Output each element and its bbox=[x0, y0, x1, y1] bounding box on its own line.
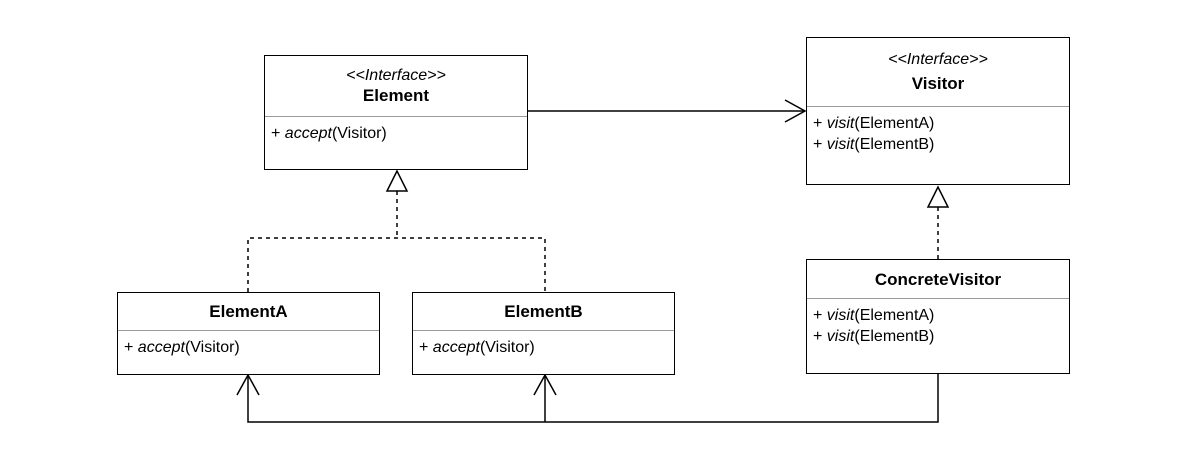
concrete-visitor-methods: + visit(ElementA) + visit(ElementB) bbox=[807, 299, 1069, 347]
visitor-header: <<Interface>> Visitor bbox=[807, 38, 1069, 107]
method-params: (ElementA) bbox=[854, 307, 935, 324]
element-class-name: Element bbox=[362, 86, 430, 105]
element-b-method-accept: + accept(Visitor) bbox=[419, 337, 674, 358]
method-visibility: + bbox=[419, 339, 429, 356]
concrete-visitor-method-visit-b: + visit(ElementB) bbox=[813, 326, 1069, 347]
visitor-class-name: Visitor bbox=[911, 74, 965, 93]
method-params: (ElementB) bbox=[854, 328, 935, 345]
element-a-box[interactable]: ElementA + accept(Visitor) bbox=[117, 292, 380, 375]
concrete-visitor-header: ConcreteVisitor bbox=[807, 260, 1069, 299]
element-b-header: ElementB bbox=[413, 293, 674, 331]
method-visibility: + bbox=[813, 136, 823, 153]
method-params: (Visitor) bbox=[479, 339, 535, 356]
method-name: accept bbox=[137, 339, 185, 356]
method-visibility: + bbox=[124, 339, 134, 356]
method-visibility: + bbox=[271, 125, 281, 142]
realization-concretevisitor-to-visitor bbox=[926, 185, 950, 259]
concrete-visitor-method-visit-a: + visit(ElementA) bbox=[813, 305, 1069, 326]
element-stereotype: <<Interface>> bbox=[346, 67, 446, 84]
method-params: (ElementB) bbox=[854, 136, 935, 153]
visitor-method-visit-b: + visit(ElementB) bbox=[813, 134, 1069, 155]
element-interface-box[interactable]: <<Interface>> Element + accept(Visitor) bbox=[264, 55, 528, 170]
element-b-methods: + accept(Visitor) bbox=[413, 331, 674, 358]
visitor-methods: + visit(ElementA) + visit(ElementB) bbox=[807, 107, 1069, 155]
visitor-interface-box[interactable]: <<Interface>> Visitor + visit(ElementA) … bbox=[806, 37, 1070, 185]
method-visibility: + bbox=[813, 328, 823, 345]
element-a-method-accept: + accept(Visitor) bbox=[124, 337, 379, 358]
method-params: (ElementA) bbox=[854, 115, 935, 132]
element-b-box[interactable]: ElementB + accept(Visitor) bbox=[412, 292, 675, 375]
concrete-visitor-class-name: ConcreteVisitor bbox=[874, 269, 1002, 289]
element-a-header: ElementA bbox=[118, 293, 379, 331]
element-methods: + accept(Visitor) bbox=[265, 117, 527, 144]
method-visibility: + bbox=[813, 307, 823, 324]
association-concretevisitor-to-elements bbox=[236, 373, 939, 423]
method-name: visit bbox=[826, 307, 855, 324]
concrete-visitor-box[interactable]: ConcreteVisitor + visit(ElementA) + visi… bbox=[806, 259, 1070, 374]
method-name: accept bbox=[284, 125, 332, 142]
method-name: visit bbox=[826, 136, 855, 153]
method-visibility: + bbox=[813, 115, 823, 132]
element-a-methods: + accept(Visitor) bbox=[118, 331, 379, 358]
association-element-to-visitor bbox=[528, 99, 807, 123]
method-params: (Visitor) bbox=[331, 125, 387, 142]
element-a-class-name: ElementA bbox=[209, 302, 288, 321]
realization-elements-to-element bbox=[247, 169, 546, 292]
method-name: visit bbox=[826, 328, 855, 345]
element-method-accept: + accept(Visitor) bbox=[271, 123, 527, 144]
element-header: <<Interface>> Element bbox=[265, 56, 527, 117]
visitor-stereotype: <<Interface>> bbox=[888, 51, 988, 68]
element-b-class-name: ElementB bbox=[504, 302, 583, 321]
method-name: accept bbox=[432, 339, 480, 356]
method-name: visit bbox=[826, 115, 855, 132]
method-params: (Visitor) bbox=[184, 339, 240, 356]
visitor-method-visit-a: + visit(ElementA) bbox=[813, 113, 1069, 134]
